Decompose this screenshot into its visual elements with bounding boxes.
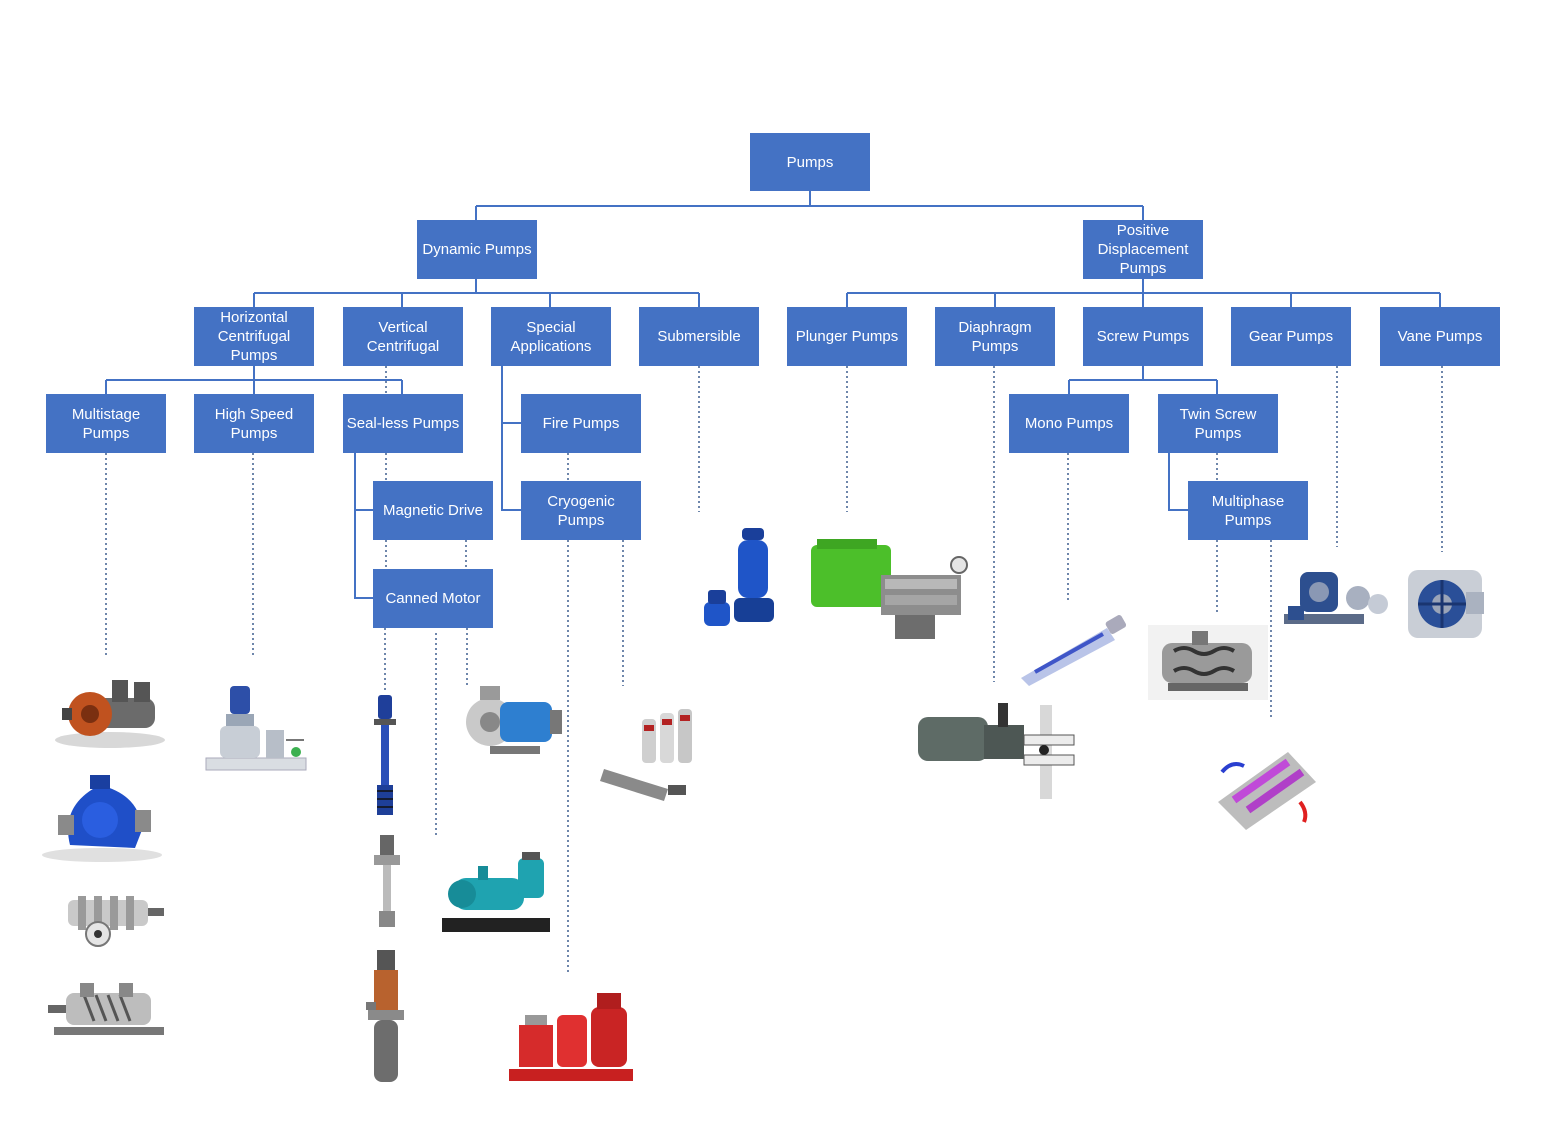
high-speed-integral-gear-pump-icon (205, 686, 307, 771)
multistage-ring-section-pump-icon (68, 896, 164, 947)
node-plunger-pumps: Plunger Pumps (787, 307, 907, 366)
multiphase-pump-cutaway-icon (1218, 752, 1316, 830)
node-screw-pumps: Screw Pumps (1083, 307, 1203, 366)
vertical-canned-motor-pump-icon (366, 950, 404, 1082)
node-submersible: Submersible (639, 307, 759, 366)
node-seal-less-pumps: Seal-less Pumps (343, 394, 463, 453)
node-mono-pumps: Mono Pumps (1009, 394, 1129, 453)
vertical-turbine-pump-icon (374, 695, 396, 815)
plunger-pump-icon (811, 539, 968, 639)
vane-pump-icon (1408, 570, 1484, 638)
node-vane-pumps: Vane Pumps (1380, 307, 1500, 366)
node-horizontal-centrifugal-pumps: Horizontal Centrifugal Pumps (194, 307, 314, 366)
submersible-pump-icon (704, 528, 774, 626)
node-cryogenic-pumps: Cryogenic Pumps (521, 481, 641, 540)
node-vertical-centrifugal: Vertical Centrifugal (343, 307, 463, 366)
canned-motor-pump-skid-icon (442, 852, 550, 932)
magnetic-drive-pump-icon (466, 686, 562, 754)
node-twin-screw-pumps: Twin Screw Pumps (1158, 394, 1278, 453)
node-pumps: Pumps (750, 133, 870, 191)
tree-connectors (105, 191, 1441, 599)
cryogenic-submerged-pumps-icon (600, 709, 692, 801)
vertical-sump-pump-icon (374, 835, 400, 927)
node-magnetic-drive: Magnetic Drive (373, 481, 493, 540)
twin-screw-pump-icon (1148, 625, 1268, 700)
node-high-speed-pumps: High Speed Pumps (194, 394, 314, 453)
fire-pump-package-icon (509, 993, 633, 1081)
diaphragm-metering-pump-icon (918, 703, 1075, 799)
node-special-applications: Special Applications (491, 307, 611, 366)
image-leader-lines (105, 366, 1443, 972)
gear-pump-exploded-icon (1284, 572, 1388, 624)
barrel-multistage-pump-icon (48, 983, 164, 1035)
node-positive-displacement-pumps: Positive Displacement Pumps (1083, 220, 1203, 279)
node-canned-motor: Canned Motor (373, 569, 493, 628)
node-diaphragm-pumps: Diaphragm Pumps (935, 307, 1055, 366)
node-fire-pumps: Fire Pumps (521, 394, 641, 453)
node-multiphase-pumps: Multiphase Pumps (1188, 481, 1308, 540)
split-case-pump-orange-icon (55, 680, 165, 748)
node-multistage-pumps: Multistage Pumps (46, 394, 166, 453)
progressing-cavity-mono-pump-icon (1021, 615, 1127, 686)
node-dynamic-pumps: Dynamic Pumps (417, 220, 537, 279)
split-case-pump-blue-icon (42, 775, 162, 862)
node-gear-pumps: Gear Pumps (1231, 307, 1351, 366)
